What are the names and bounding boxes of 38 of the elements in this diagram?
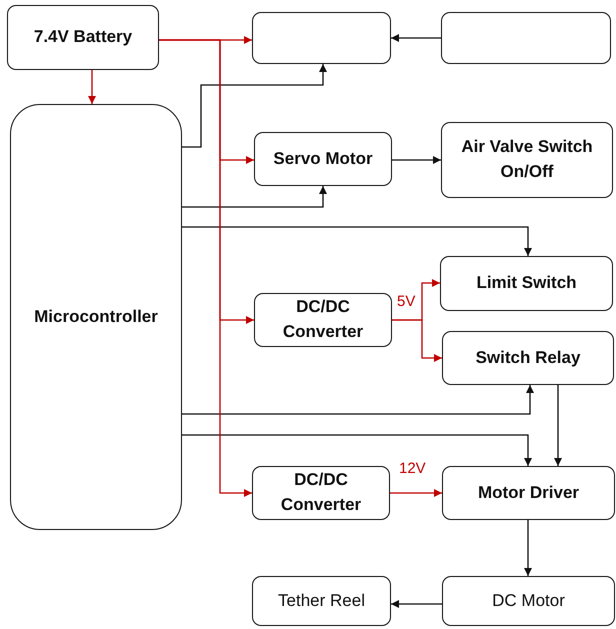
arrow xyxy=(392,156,441,164)
arrow xyxy=(390,489,442,497)
box-label: Tether Reel xyxy=(278,590,365,612)
process-box xyxy=(442,466,615,520)
process-box xyxy=(254,132,392,186)
box-label: Air Valve Switch On/Off xyxy=(460,136,594,183)
process-box xyxy=(440,256,613,311)
process-box xyxy=(252,576,391,626)
process-box xyxy=(7,5,159,70)
arrow xyxy=(182,64,327,148)
box-label: Motor Driver xyxy=(478,482,580,504)
box-label: DC/DC Converter xyxy=(280,469,362,516)
box-label: Servo Motor xyxy=(273,148,373,170)
arrow xyxy=(182,385,534,415)
process-box xyxy=(442,331,614,385)
process-box xyxy=(254,293,392,347)
box-label: 7.4V Battery xyxy=(34,26,132,48)
process-box xyxy=(10,104,182,530)
box-label: Microcontroller xyxy=(34,306,158,328)
arrow xyxy=(391,600,442,608)
arrow xyxy=(182,434,532,466)
process-box xyxy=(441,122,613,198)
box-label: DC/DC Converter xyxy=(282,296,364,343)
arrow xyxy=(524,520,532,576)
box-label: Switch Relay xyxy=(476,346,580,369)
arrow xyxy=(554,385,562,466)
box-label: DC Motor xyxy=(492,590,565,612)
arrow xyxy=(88,70,96,104)
block-box xyxy=(252,12,391,64)
box-label: Limit Switch xyxy=(476,272,577,294)
arrow xyxy=(159,39,252,497)
process-box xyxy=(252,466,390,520)
arrow xyxy=(392,319,442,362)
arrow xyxy=(391,34,441,42)
block-box xyxy=(441,12,611,64)
arrow xyxy=(182,186,327,208)
process-box xyxy=(442,576,615,626)
arrow xyxy=(182,226,532,256)
